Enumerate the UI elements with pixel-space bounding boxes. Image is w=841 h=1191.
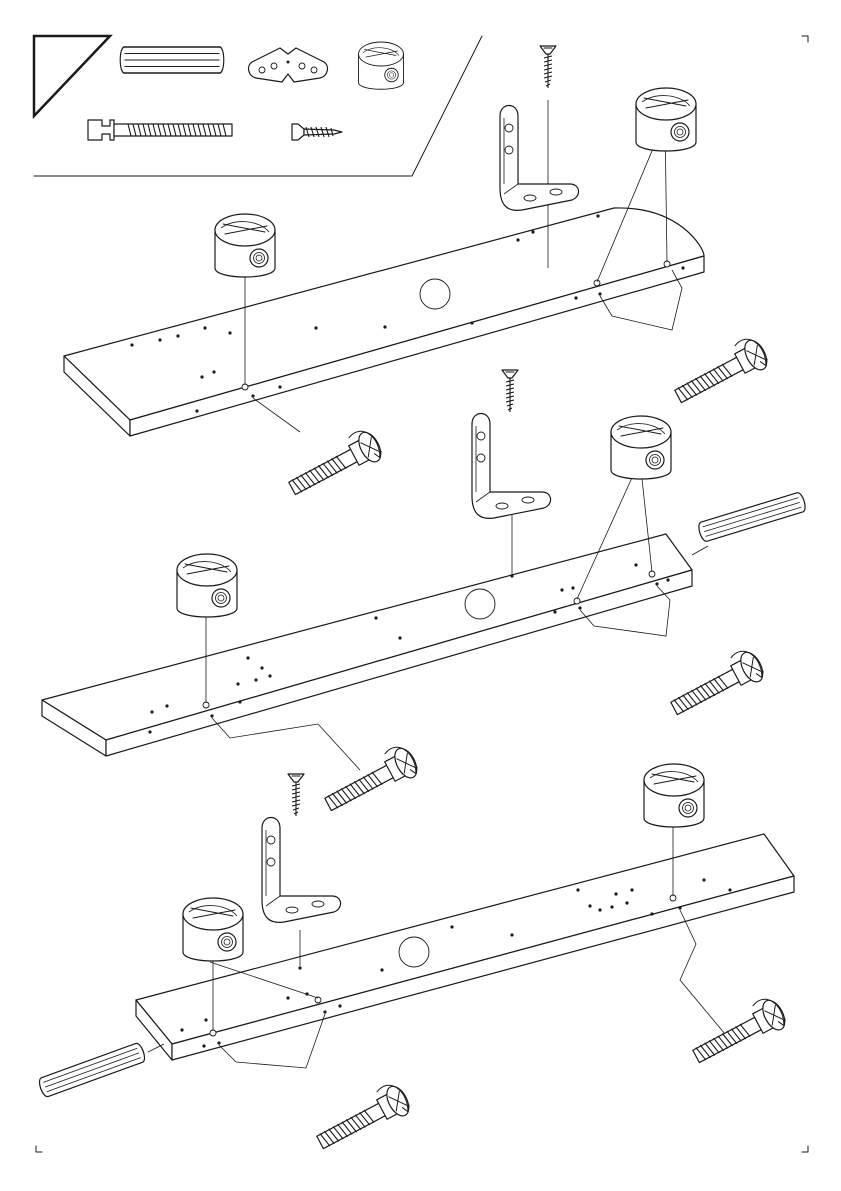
wood-screw-icon — [292, 124, 342, 140]
cam-barrel-nut-icon — [177, 554, 237, 617]
cam-barrel-nut-icon — [636, 88, 696, 151]
angle-bracket-icon — [262, 818, 341, 923]
wooden-dowel-icon — [37, 1042, 146, 1098]
cable-hole — [465, 589, 495, 619]
cam-barrel-nut-icon — [611, 416, 671, 479]
cam-barrel-nut-icon — [359, 42, 404, 89]
connector-bolt-icon — [311, 1079, 413, 1156]
connector-bolt-icon — [687, 993, 789, 1070]
angle-bracket-icon — [500, 106, 579, 211]
cam-barrel-nut-icon — [183, 898, 243, 961]
wood-screw-icon — [502, 370, 518, 412]
connector-bolt-icon — [669, 333, 771, 410]
connector-bolt-icon — [88, 120, 232, 140]
wood-screw-icon — [288, 774, 304, 816]
cam-barrel-nut-icon — [644, 764, 704, 827]
connector-bolt-icon — [319, 741, 421, 818]
cam-barrel-nut-icon — [215, 214, 275, 277]
connector-bolt-icon — [283, 425, 385, 502]
shelf-panel-top — [64, 100, 704, 436]
wooden-dowel-icon — [120, 47, 224, 73]
wooden-dowel-icon — [697, 492, 807, 543]
shelf-panel-middle — [42, 460, 708, 770]
cable-hole — [420, 279, 450, 309]
parts-legend — [34, 36, 482, 176]
connector-bolt-icon — [665, 645, 767, 722]
step-corner-marker — [34, 36, 110, 116]
angle-bracket-icon — [472, 414, 551, 519]
cable-hole — [399, 937, 429, 967]
wood-screw-icon — [540, 46, 556, 88]
angle-bracket-icon — [249, 48, 328, 82]
